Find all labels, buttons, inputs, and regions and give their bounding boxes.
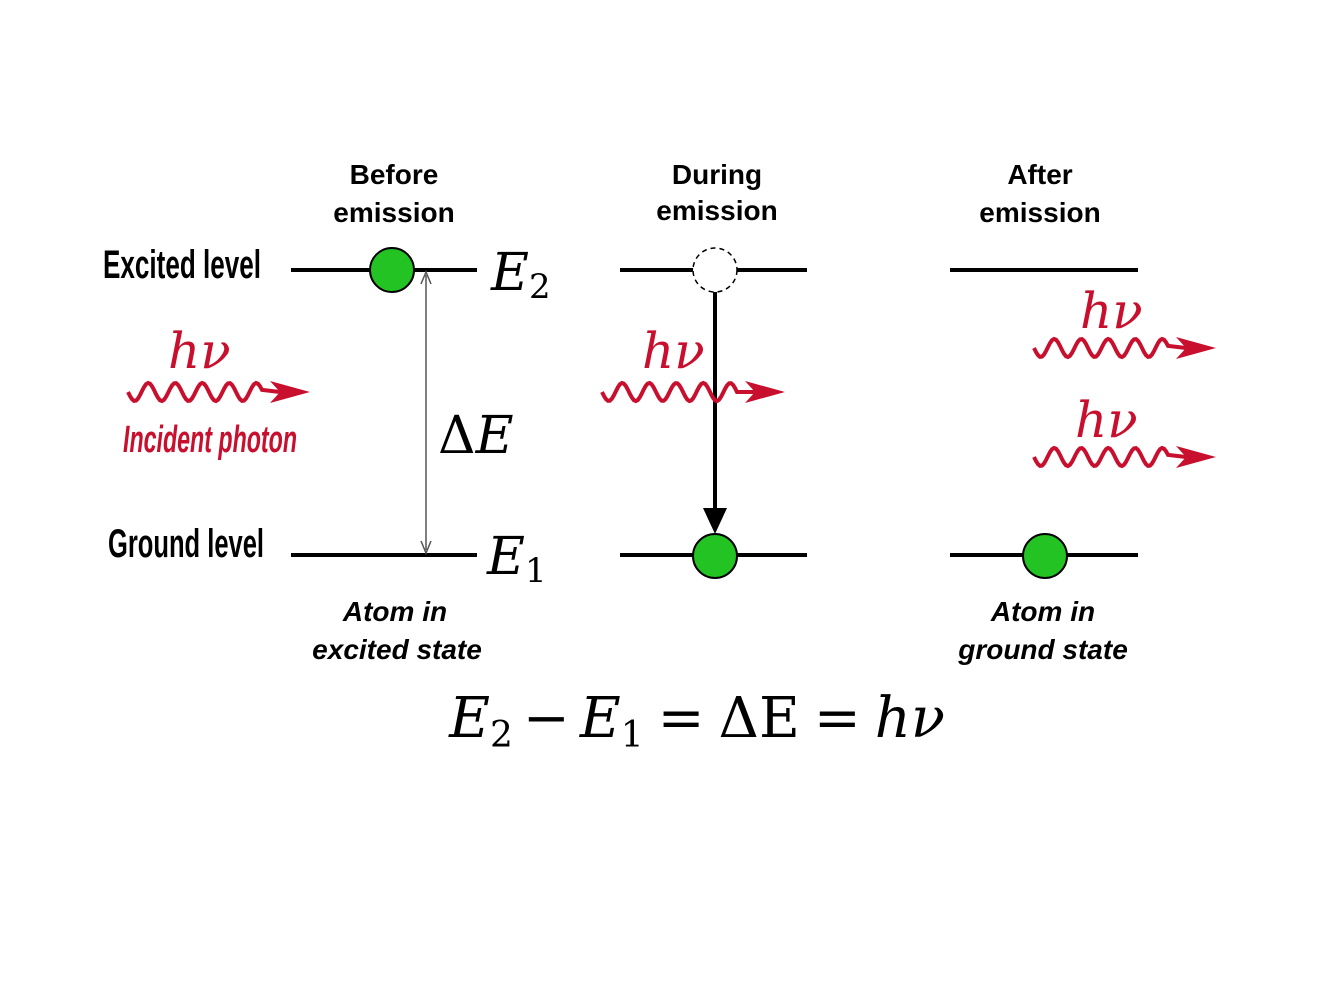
photon-wave	[1032, 445, 1187, 469]
emitted-photon-after-1	[1032, 336, 1216, 360]
emitted-photon-after-2	[1032, 445, 1216, 469]
energy-equation: E2−E1=ΔE=hν	[448, 686, 945, 756]
atom-vacated-during	[692, 247, 738, 293]
photon-arrowhead	[1176, 446, 1216, 468]
excited-level-label: Excited level	[103, 243, 261, 287]
hnu-label-during: hν	[642, 322, 705, 380]
ground-level-label: Ground level	[108, 522, 264, 566]
delta-e-label: ΔE	[438, 406, 514, 466]
incident-photon-during	[600, 380, 785, 404]
atom-ground-after	[1022, 533, 1068, 579]
caption-excited-line1: Atom in	[342, 596, 447, 627]
header-during-line1: During	[672, 159, 762, 190]
hnu-label-after-2: hν	[1075, 391, 1138, 449]
hnu-label-after-1: hν	[1080, 282, 1143, 340]
photon-arrowhead	[745, 381, 785, 403]
header-before: Before emission	[333, 159, 454, 228]
hnu-label-incident: hν	[168, 322, 231, 380]
delta-e-e: E	[475, 406, 514, 466]
header-before-line1: Before	[350, 159, 439, 190]
photon-wave	[126, 380, 281, 404]
caption-ground-state: Atom in ground state	[957, 596, 1128, 665]
equation-delta-e: ΔE	[719, 686, 800, 751]
header-before-line2: emission	[333, 197, 454, 228]
incident-photon-label: Incident photon	[123, 419, 297, 461]
photon-arrowhead	[1176, 337, 1216, 359]
caption-excited-state: Atom in excited state	[312, 596, 482, 665]
incident-photon-before	[126, 380, 310, 404]
e1-symbol: E1	[486, 527, 547, 591]
header-during-line2: emission	[656, 195, 777, 226]
header-after: After emission	[979, 159, 1100, 228]
caption-excited-line2: excited state	[312, 634, 482, 665]
delta-e-arrow	[420, 270, 432, 555]
caption-ground-line2: ground state	[957, 634, 1128, 665]
photon-arrowhead	[270, 381, 310, 403]
caption-ground-line1: Atom in	[990, 596, 1095, 627]
header-during: During emission	[656, 159, 777, 226]
header-after-line2: emission	[979, 197, 1100, 228]
photon-wave	[1032, 336, 1187, 360]
e2-symbol: E2	[490, 243, 551, 307]
photon-wave	[600, 380, 755, 404]
atom-excited-before	[369, 247, 415, 293]
transition-arrow	[703, 292, 727, 534]
atom-ground-during	[692, 533, 738, 579]
header-after-line1: After	[1007, 159, 1072, 190]
